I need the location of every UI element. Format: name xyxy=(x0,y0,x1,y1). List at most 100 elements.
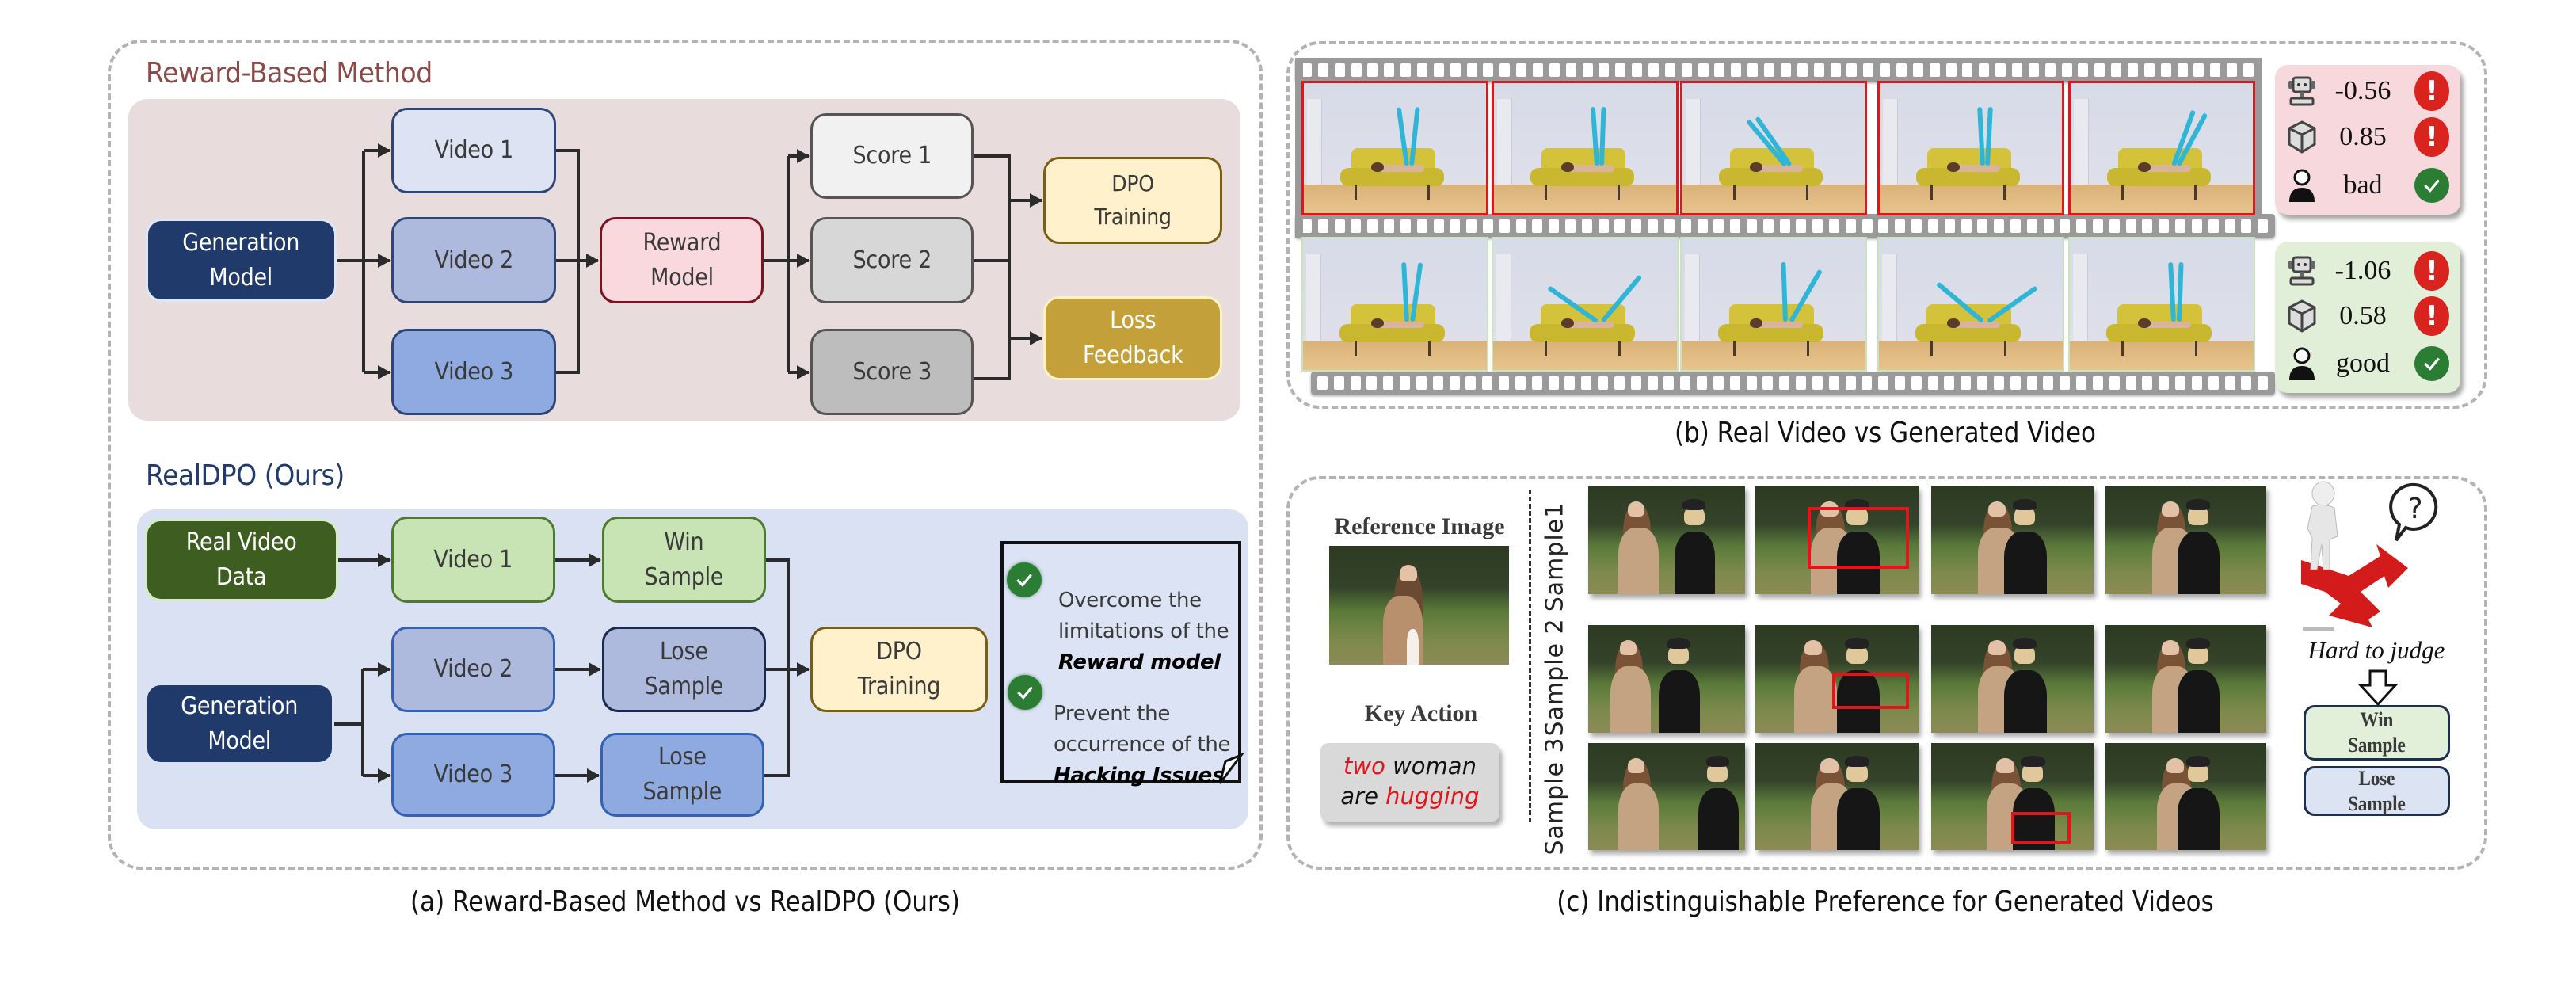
sprocket-hole xyxy=(1979,63,1990,77)
reward-video-3-box: Video 3 xyxy=(391,329,556,415)
reward-dpo-training-label: DPO Training xyxy=(1094,170,1172,230)
sprocket-hole xyxy=(1762,376,1774,390)
sample-2-label: Sample 2 xyxy=(1541,618,1569,737)
sprocket-hole xyxy=(1896,63,1907,77)
check-icon xyxy=(2414,346,2449,381)
score-row: -0.56! xyxy=(2275,71,2460,111)
sprocket-hole xyxy=(1532,219,1543,233)
sprocket-hole xyxy=(2092,376,2103,390)
sprocket-hole xyxy=(2241,376,2252,390)
sprocket-hole xyxy=(2125,219,2136,233)
sprocket-hole xyxy=(1796,376,1807,390)
sprocket-hole xyxy=(1648,219,1659,233)
benefit-item-1-emphasis: Reward model xyxy=(1058,650,1221,674)
sprocket-hole xyxy=(1449,376,1460,390)
down-arrow-icon xyxy=(2358,669,2398,706)
score-row: good xyxy=(2275,344,2460,383)
sprocket-hole xyxy=(2109,219,2120,233)
svg-text:?: ? xyxy=(2407,493,2422,525)
sprocket-hole xyxy=(2258,376,2269,390)
sprocket-hole xyxy=(1516,63,1527,77)
sprocket-hole xyxy=(1301,219,1312,233)
reward-based-title: Reward-Based Method xyxy=(146,57,433,90)
sprocket-hole xyxy=(1614,219,1625,233)
sprocket-hole xyxy=(1317,219,1328,233)
sprocket-hole xyxy=(2043,376,2054,390)
sprocket-hole xyxy=(1549,219,1560,233)
sprocket-hole xyxy=(1730,219,1741,233)
real-video-frame xyxy=(1680,81,1867,215)
real-video-frame xyxy=(1877,81,2064,215)
sample-2-frame-1 xyxy=(1588,625,1745,733)
sample-1-frame-2 xyxy=(1755,486,1919,594)
film-strip-bottom-sprockets xyxy=(1311,372,2275,395)
score-value: -1.06 xyxy=(2334,256,2391,285)
sprocket-hole xyxy=(1433,63,1444,77)
sprocket-hole xyxy=(1367,219,1378,233)
sprocket-hole xyxy=(2076,219,2087,233)
real-video-frame xyxy=(1492,81,1679,215)
check-icon xyxy=(1008,675,1042,710)
sprocket-hole xyxy=(1944,219,1955,233)
sprocket-hole xyxy=(2127,63,2138,77)
sprocket-hole xyxy=(2243,63,2254,77)
real-video-scores-panel: -0.56!0.85!bad xyxy=(2275,65,2460,215)
sprocket-hole xyxy=(2208,219,2219,233)
artifact-highlight-sample-1 xyxy=(1808,507,1909,569)
sprocket-hole xyxy=(1565,63,1576,77)
judged-lose-sample-label: Lose Sample xyxy=(2348,766,2406,815)
sprocket-hole xyxy=(1432,376,1443,390)
realdpo-video-2-box: Video 2 xyxy=(391,627,555,712)
sprocket-hole xyxy=(2193,63,2204,77)
sprocket-hole xyxy=(1714,63,1725,77)
person-icon xyxy=(2289,347,2315,380)
film-strip-top-sprockets xyxy=(1295,58,2260,82)
reward-generation-model-box: Generation Model xyxy=(146,219,337,302)
sprocket-hole xyxy=(1499,219,1510,233)
thinking-figure-crossroads-icon xyxy=(2301,481,2408,631)
sprocket-hole xyxy=(1994,219,2005,233)
sprocket-hole xyxy=(1862,219,1873,233)
sprocket-hole xyxy=(2159,376,2170,390)
sprocket-hole xyxy=(1350,376,1361,390)
sprocket-hole xyxy=(1450,219,1461,233)
reward-generation-model-label: Generation Model xyxy=(182,228,300,292)
sprocket-hole xyxy=(1384,219,1395,233)
benefit-item-2-text: Prevent the occurrence of the xyxy=(1054,702,1231,757)
sprocket-hole xyxy=(1828,376,1839,390)
sprocket-hole xyxy=(1729,376,1740,390)
lose-sample-1-box: Lose Sample xyxy=(602,627,766,712)
sprocket-hole xyxy=(2109,376,2120,390)
film-strip-left-edge xyxy=(1295,58,1303,238)
sprocket-hole xyxy=(2191,376,2202,390)
key-action-box: two woman are hugging xyxy=(1320,743,1499,822)
caption-a: (a) Reward-Based Method vs RealDPO (Ours… xyxy=(410,886,960,918)
sprocket-hole xyxy=(2258,219,2269,233)
sprocket-hole xyxy=(2208,376,2219,390)
sprocket-hole xyxy=(1846,63,1858,77)
lose-sample-2-label: Lose Sample xyxy=(642,743,722,806)
sample-1-label: Sample1 xyxy=(1541,501,1569,612)
sprocket-hole xyxy=(1663,219,1675,233)
lose-sample-1-label: Lose Sample xyxy=(644,638,724,700)
sprocket-hole xyxy=(2026,219,2037,233)
sprocket-hole xyxy=(1334,63,1345,77)
sprocket-hole xyxy=(2142,219,2153,233)
sample-1-frame-1 xyxy=(1588,486,1745,594)
sprocket-hole xyxy=(1647,376,1658,390)
sprocket-hole xyxy=(1581,376,1592,390)
real-video-data-label: Real Video Data xyxy=(186,528,297,591)
score-1-box: Score 1 xyxy=(810,113,974,199)
score-value: good xyxy=(2336,349,2390,378)
sprocket-hole xyxy=(1762,219,1774,233)
panel-b-frame xyxy=(1286,41,2487,409)
sprocket-hole xyxy=(1333,376,1344,390)
benefit-item-2-emphasis: Hacking Issues xyxy=(1054,764,1225,787)
sprocket-hole xyxy=(1993,376,2004,390)
sprocket-hole xyxy=(2093,219,2103,233)
sprocket-hole xyxy=(1400,376,1411,390)
generated-video-frame xyxy=(1877,237,2064,372)
real-video-frame xyxy=(1301,81,1488,215)
sprocket-hole xyxy=(1515,219,1526,233)
sprocket-hole xyxy=(2111,63,2122,77)
